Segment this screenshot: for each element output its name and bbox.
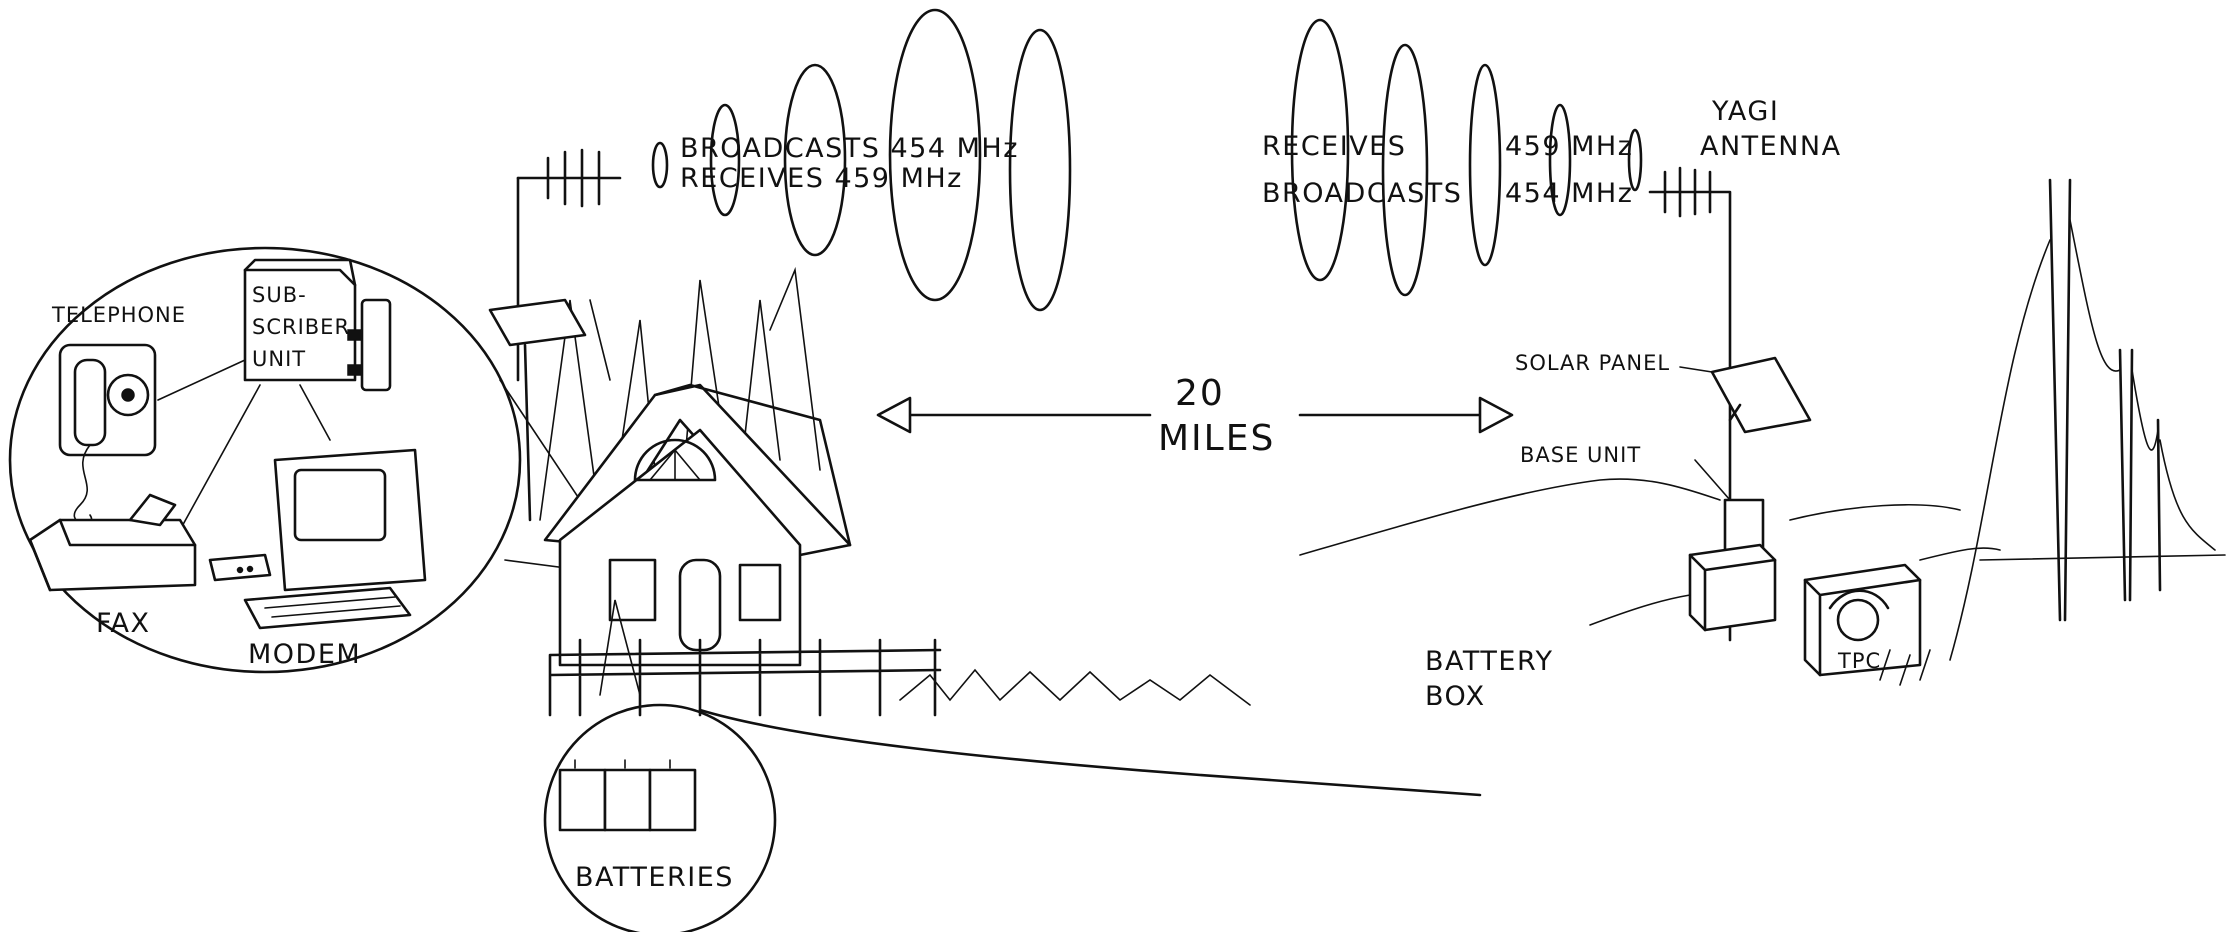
subscriber-unit-label-1: SUB- bbox=[252, 283, 307, 307]
pole-3 bbox=[2156, 418, 2162, 592]
solar-panel-label: SOLAR PANEL bbox=[1515, 351, 1670, 375]
wave-1 bbox=[651, 141, 669, 189]
base-solar-panel bbox=[1679, 356, 1812, 434]
inset-wires bbox=[157, 359, 331, 531]
right-receives-freq: 459 MHz bbox=[1505, 131, 1633, 162]
attic-window bbox=[633, 438, 717, 482]
wave-4 bbox=[888, 8, 982, 302]
left-receives-label: RECEIVES 459 MHz bbox=[680, 163, 963, 194]
pine-trees bbox=[539, 266, 821, 521]
right-broadcasts-label: BROADCASTS bbox=[1262, 178, 1462, 209]
pole-1 bbox=[2048, 178, 2072, 622]
right-waves bbox=[1290, 18, 1643, 297]
battery-box-label-2: BOX bbox=[1425, 681, 1486, 712]
base-unit-label: BASE UNIT bbox=[1520, 443, 1641, 467]
ground-line bbox=[698, 708, 1482, 797]
batteries-inset bbox=[543, 599, 777, 937]
yagi-elements bbox=[546, 148, 601, 208]
arrow-right-head bbox=[1478, 396, 1514, 434]
wave-2 bbox=[709, 103, 741, 217]
yagi-label-1: YAGI bbox=[1711, 96, 1779, 127]
batteries-connector bbox=[599, 599, 641, 696]
house bbox=[488, 266, 1482, 797]
fax-icon bbox=[28, 493, 197, 592]
tpc-dial-icon bbox=[1836, 598, 1880, 642]
power-lines bbox=[2069, 219, 2216, 551]
pole-2 bbox=[2118, 348, 2134, 602]
right-broadcasts-freq: 454 MHz bbox=[1505, 178, 1633, 209]
pole-wire-ground bbox=[1879, 239, 2051, 686]
subscriber-unit-label-3: UNIT bbox=[252, 347, 306, 371]
battery-3 bbox=[648, 768, 697, 832]
house-solar-panel bbox=[488, 298, 587, 347]
battery-1 bbox=[558, 768, 607, 832]
modem-label: MODEM bbox=[248, 639, 361, 670]
right-antenna-mast bbox=[1648, 190, 1732, 642]
fax-label: FAX bbox=[96, 608, 151, 639]
tpc-phone bbox=[1803, 563, 1922, 677]
right-receives-label: RECEIVES bbox=[1262, 131, 1406, 162]
modem-icon bbox=[208, 553, 272, 582]
arrow-left-head bbox=[876, 396, 912, 434]
distance-unit: MILES bbox=[1158, 418, 1275, 459]
battery-box bbox=[1589, 543, 1777, 632]
left-broadcasts-label: BROADCASTS 454 MHz bbox=[680, 133, 1019, 164]
inset-circle bbox=[8, 246, 522, 674]
house-window-2 bbox=[738, 563, 782, 622]
right-yagi-elements bbox=[1663, 166, 1712, 218]
house-window bbox=[608, 558, 657, 622]
distance-value: 20 bbox=[1175, 373, 1225, 414]
battery-box-label-1: BATTERY bbox=[1425, 646, 1554, 677]
computer-icon bbox=[243, 448, 427, 630]
subscriber-unit-icon bbox=[243, 258, 392, 392]
fence-line bbox=[1979, 554, 2226, 561]
porch-railing bbox=[548, 638, 942, 717]
equipment-inset: TELEPHONE SUB- SCRIBER UNIT FAX bbox=[8, 246, 621, 674]
yagi-label-2: ANTENNA bbox=[1700, 131, 1842, 162]
subscriber-unit-label-2: SCRIBER bbox=[252, 315, 350, 339]
battery-2 bbox=[603, 768, 652, 832]
left-antenna bbox=[516, 8, 1072, 382]
wave-5 bbox=[1008, 28, 1072, 312]
grass bbox=[899, 668, 1251, 706]
batteries-label: BATTERIES bbox=[575, 862, 734, 893]
utility-poles bbox=[1879, 178, 2226, 686]
distance-arrow bbox=[876, 396, 1514, 434]
telephone-label: TELEPHONE bbox=[51, 303, 186, 327]
wave-3 bbox=[783, 63, 847, 257]
right-antenna bbox=[1648, 166, 1732, 642]
telephone-icon bbox=[58, 343, 157, 525]
hills bbox=[1299, 478, 2001, 561]
tpc-label: TPC bbox=[1837, 649, 1881, 673]
